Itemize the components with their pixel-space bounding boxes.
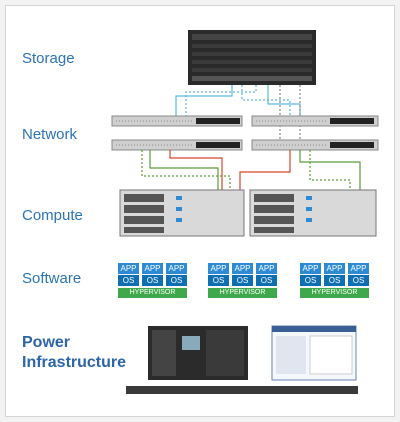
label-network: Network (22, 126, 78, 143)
label-compute: Compute (22, 207, 83, 224)
hypervisor-2: HYPERVISOR (208, 288, 277, 298)
storage-links (175, 85, 301, 140)
compute-servers (119, 189, 377, 237)
pdu-strip (126, 386, 358, 394)
compute-links (141, 150, 361, 190)
network-switches (111, 115, 379, 151)
hypervisor-1: HYPERVISOR (118, 288, 187, 298)
label-storage: Storage (22, 50, 75, 67)
storage-array (188, 30, 316, 85)
label-power-line2: Infrastructure (22, 354, 127, 371)
management-console (271, 325, 357, 381)
label-software: Software (22, 270, 82, 287)
hypervisor-3: HYPERVISOR (300, 288, 369, 298)
label-power-line1: Power (22, 334, 71, 351)
ups-unit (148, 326, 248, 380)
